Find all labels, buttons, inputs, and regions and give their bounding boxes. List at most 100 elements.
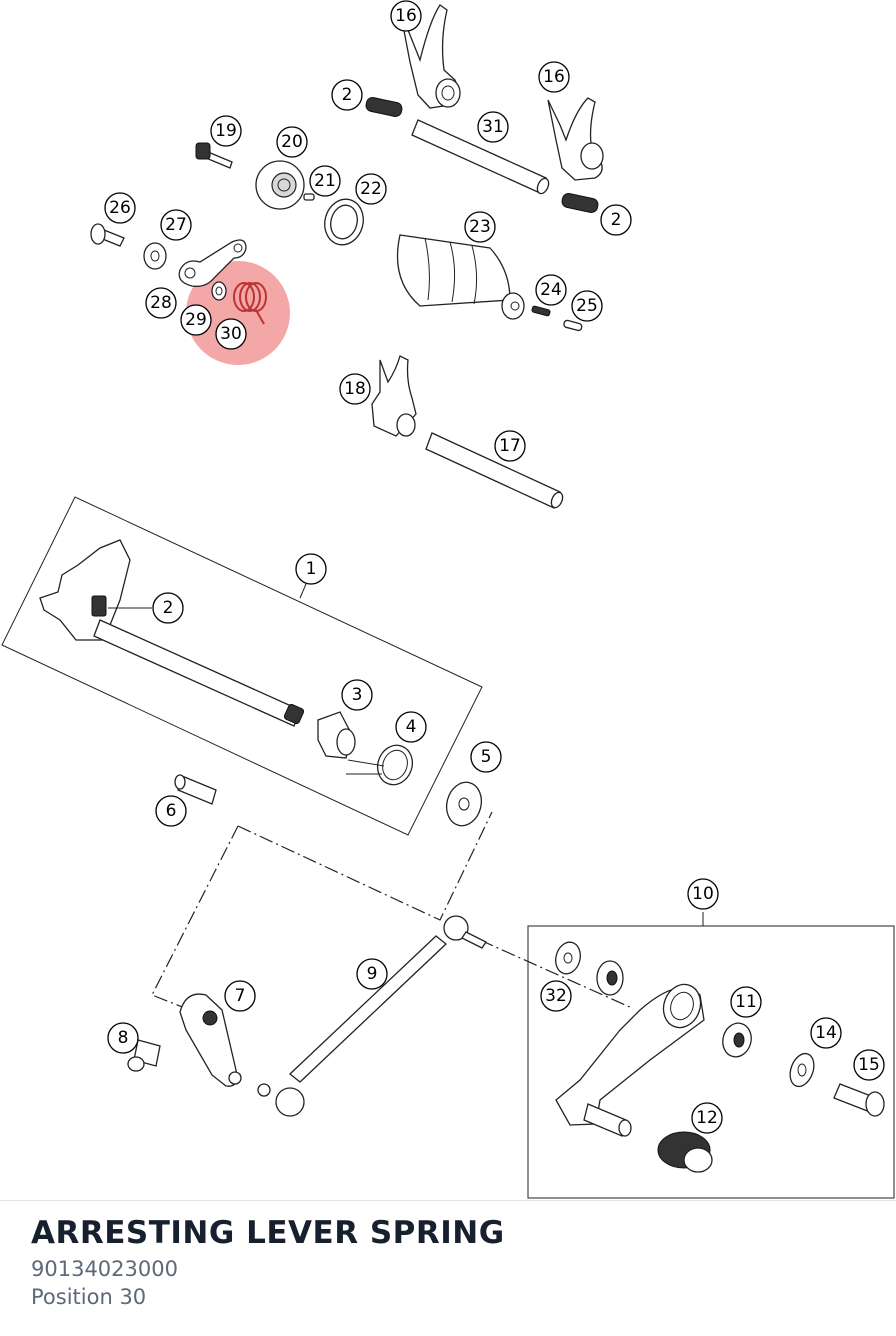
shift-shaft-1[interactable]	[39, 539, 305, 727]
pin-6[interactable]	[174, 774, 217, 805]
svg-text:2: 2	[342, 85, 353, 105]
bolt-26[interactable]	[90, 223, 125, 247]
svg-text:7: 7	[235, 986, 246, 1006]
callout-31[interactable]: 31	[477, 111, 509, 143]
shift-lever-7[interactable]	[179, 993, 242, 1087]
bolt-19[interactable]	[195, 142, 233, 169]
fork-rod-17[interactable]	[425, 432, 565, 509]
callout-23[interactable]: 23	[464, 211, 496, 243]
washer-27[interactable]	[143, 242, 167, 270]
callout-6[interactable]: 6	[155, 795, 187, 827]
callout-10[interactable]: 10	[687, 878, 719, 910]
svg-text:8: 8	[118, 1028, 129, 1048]
callout-28[interactable]: 28	[145, 287, 177, 319]
spring-24[interactable]	[531, 305, 551, 317]
bearing-32b[interactable]	[596, 960, 624, 996]
svg-text:19: 19	[215, 121, 237, 141]
svg-text:15: 15	[858, 1055, 880, 1075]
clip-4[interactable]	[346, 740, 418, 789]
callout-27[interactable]: 27	[160, 209, 192, 241]
ring-22[interactable]	[320, 195, 369, 249]
shift-drum-star-20[interactable]	[255, 160, 305, 210]
callout-16b[interactable]: 16	[538, 61, 570, 93]
shift-drum-23[interactable]	[396, 234, 525, 320]
svg-text:9: 9	[367, 964, 378, 984]
callout-9[interactable]: 9	[356, 958, 388, 990]
callout-30[interactable]: 30	[215, 318, 247, 350]
pin-25[interactable]	[563, 319, 583, 332]
part-position: Position 30	[31, 1285, 147, 1309]
callout-17[interactable]: 17	[494, 430, 526, 462]
svg-text:16: 16	[543, 67, 565, 87]
callout-21[interactable]: 21	[309, 165, 341, 197]
callout-16a[interactable]: 16	[390, 0, 422, 32]
callout-18[interactable]: 18	[339, 373, 371, 405]
svg-text:24: 24	[540, 280, 562, 300]
spring-right[interactable]	[561, 192, 599, 213]
callout-24[interactable]: 24	[535, 274, 567, 306]
callout-25[interactable]: 25	[571, 290, 603, 322]
callout-5[interactable]: 5	[470, 741, 502, 773]
spring-12[interactable]	[657, 1131, 713, 1173]
parts-diagram: 16 2 31 16 19 20 21 22 2 26 27 23 24 25 …	[1, 0, 895, 1199]
svg-text:2: 2	[163, 598, 174, 618]
callout-2c[interactable]: 2	[152, 592, 184, 624]
shift-rod-9[interactable]	[257, 915, 487, 1117]
callout-19[interactable]: 19	[210, 115, 242, 147]
part-number: 90134023000	[31, 1257, 178, 1281]
callout-4[interactable]: 4	[395, 711, 427, 743]
assembly-link-lines-2	[479, 939, 633, 1009]
part-info-panel: ARRESTING LEVER SPRING 90134023000 Posit…	[0, 1200, 896, 1336]
arresting-lever-28[interactable]	[178, 239, 247, 287]
spring-guide-3[interactable]	[317, 711, 356, 759]
bolt-8[interactable]	[127, 1039, 161, 1072]
callout-2a[interactable]: 2	[331, 79, 363, 111]
svg-text:26: 26	[109, 198, 131, 218]
svg-text:20: 20	[281, 132, 303, 152]
callout-29[interactable]: 29	[180, 304, 212, 336]
callout-7[interactable]: 7	[224, 980, 256, 1012]
callout-11[interactable]: 11	[730, 986, 762, 1018]
svg-text:32: 32	[545, 986, 567, 1006]
fork-rod-31[interactable]	[411, 119, 551, 195]
svg-text:18: 18	[344, 379, 366, 399]
callout-8[interactable]: 8	[107, 1022, 139, 1054]
svg-text:3: 3	[352, 685, 363, 705]
shift-fork-18[interactable]	[371, 355, 417, 437]
shift-fork-top[interactable]	[399, 4, 461, 109]
arresting-lever-spring-30[interactable]	[233, 282, 267, 325]
callout-26[interactable]: 26	[104, 192, 136, 224]
svg-text:10: 10	[692, 884, 714, 904]
spring-top-left[interactable]	[365, 96, 403, 117]
pin-21[interactable]	[303, 193, 315, 201]
washer-5[interactable]	[442, 778, 486, 829]
part-name: ARRESTING LEVER SPRING	[31, 1215, 505, 1251]
callout-15[interactable]: 15	[853, 1049, 885, 1081]
callout-22[interactable]: 22	[355, 173, 387, 205]
bearing-11[interactable]	[719, 1020, 755, 1060]
washer-14[interactable]	[786, 1050, 818, 1089]
svg-text:16: 16	[395, 6, 417, 26]
svg-text:4: 4	[406, 717, 417, 737]
callout-2b[interactable]: 2	[600, 204, 632, 236]
svg-text:6: 6	[166, 801, 177, 821]
svg-text:5: 5	[481, 747, 492, 767]
svg-text:1: 1	[306, 559, 317, 579]
svg-text:14: 14	[815, 1023, 837, 1043]
washer-29[interactable]	[211, 281, 227, 301]
callout-32[interactable]: 32	[540, 980, 572, 1012]
shift-fork-right[interactable]	[547, 97, 604, 181]
svg-text:21: 21	[314, 171, 336, 191]
callout-3[interactable]: 3	[341, 679, 373, 711]
callout-20[interactable]: 20	[276, 126, 308, 158]
svg-text:2: 2	[611, 210, 622, 230]
callout-14[interactable]: 14	[810, 1017, 842, 1049]
callout-12[interactable]: 12	[691, 1102, 723, 1134]
svg-text:23: 23	[469, 217, 491, 237]
svg-text:17: 17	[499, 436, 521, 456]
footrest-box	[527, 912, 895, 1199]
washer-32[interactable]	[552, 939, 583, 976]
bolt-15[interactable]	[833, 1083, 885, 1117]
callout-1[interactable]: 1	[295, 553, 327, 585]
shift-lever-pedal[interactable]	[555, 979, 706, 1137]
